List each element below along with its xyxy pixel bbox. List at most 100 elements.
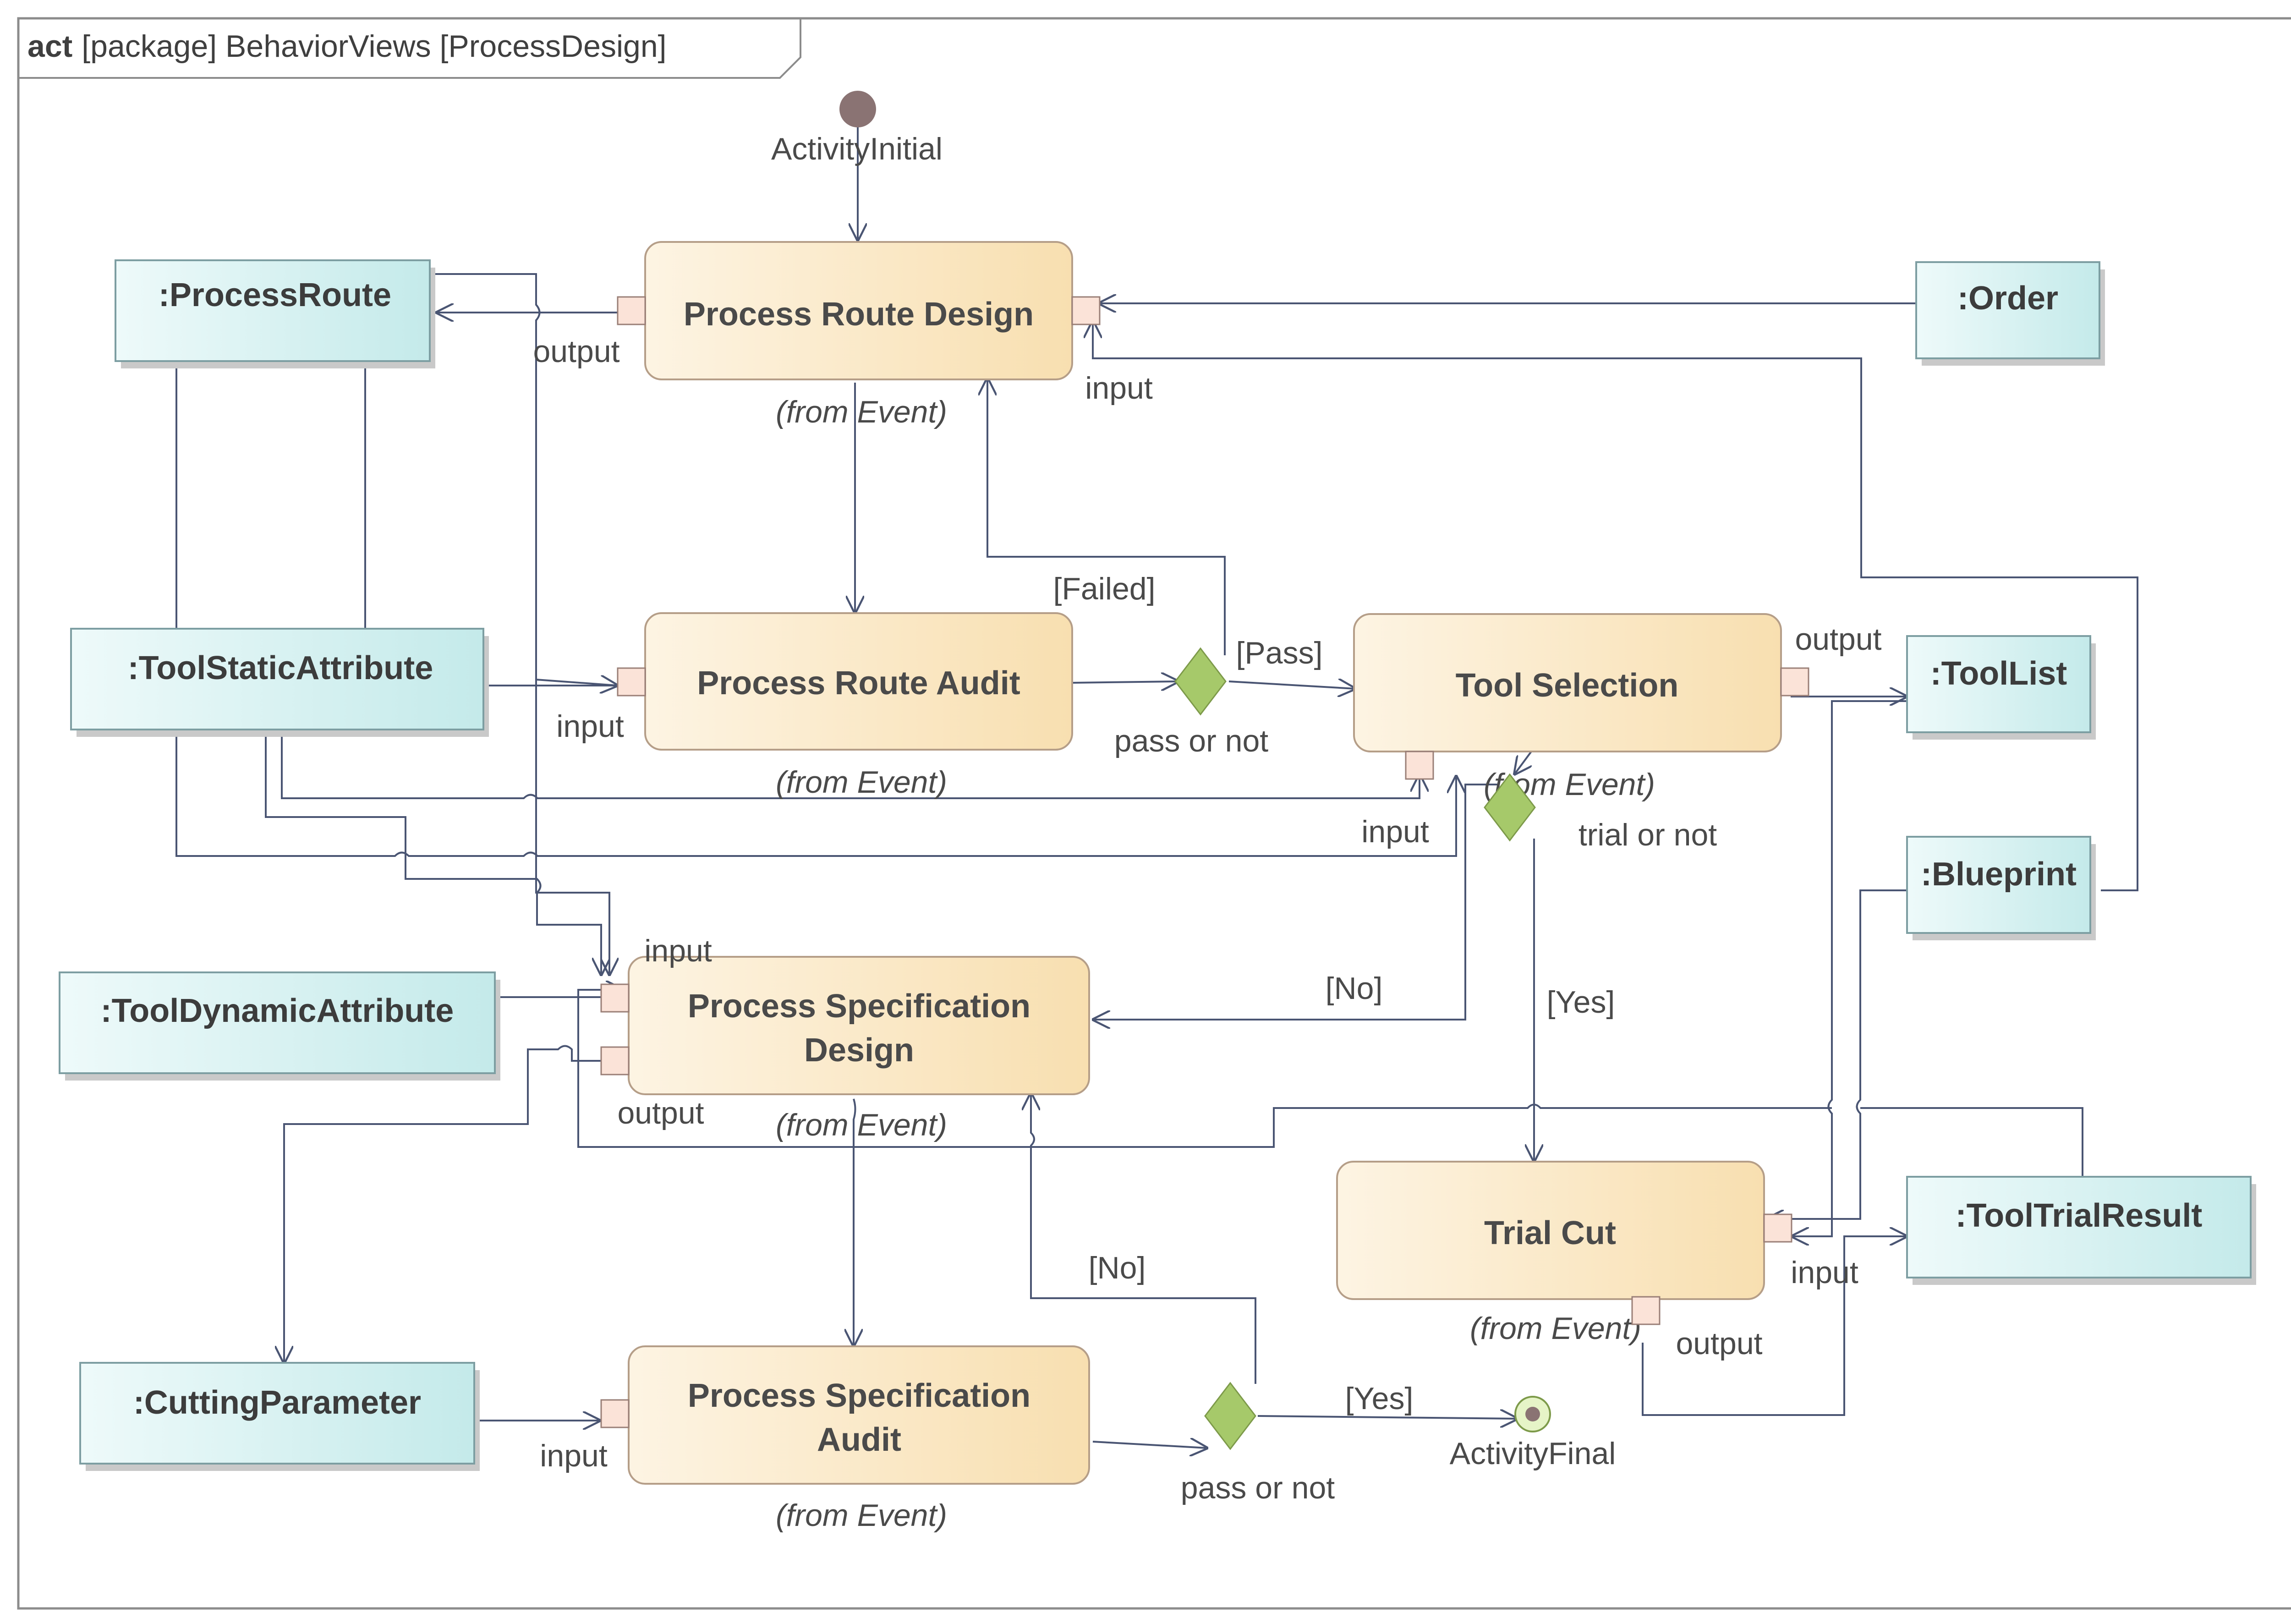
edge-tool-selection-to-trial-decision[interactable] [1514,751,1531,774]
action-process-route-audit[interactable]: Process Route Audit (from Event) [644,612,1073,800]
pin-label-tool-selection-output: output [1795,622,1881,657]
object-box[interactable] [79,1362,475,1465]
flow-blueprint-to-trial-cut[interactable] [1766,889,1916,1219]
decision-diamond[interactable] [1204,1382,1256,1450]
pin-spec-design-output[interactable] [600,1046,630,1075]
edge-no-spec-to-spec-design[interactable] [1031,1093,1256,1384]
pin-spec-audit-input[interactable] [600,1399,630,1428]
object-tool-list[interactable]: :ToolList [1906,635,2096,740]
action-label: Process Route Design [684,296,1034,333]
decision-trial[interactable]: trial or not [1484,773,1717,852]
object-order[interactable]: :Order [1915,261,2105,366]
decision-label: pass or not [1114,724,1269,758]
pin-labels: output input input output input input ou… [533,334,1881,1473]
pin-tool-selection-output[interactable] [1780,667,1809,697]
object-box[interactable] [115,259,431,362]
pin-route-audit-input[interactable] [617,667,646,697]
action-from-label: (from Event) [776,395,947,429]
guard-pass: [Pass] [1236,636,1323,670]
object-cutting-parameter[interactable]: :CuttingParameter [79,1362,480,1471]
pins [600,296,1809,1428]
flow-tool-static-to-spec-design[interactable] [265,733,601,975]
pin-route-design-output[interactable] [617,296,646,325]
object-box[interactable] [1906,836,2091,934]
action-label-line2: Design [804,1032,914,1069]
pin-label-spec-design-output: output [617,1096,704,1130]
edge-audit-to-decision[interactable] [1072,681,1178,683]
flow-trial-result-to-spec-design[interactable] [577,990,2083,1177]
initial-node-circle[interactable] [839,91,876,127]
frame-keyword: act [27,29,72,64]
object-box[interactable] [1915,261,2100,359]
final-node-label: ActivityFinal [1450,1436,1616,1471]
action-process-spec-design[interactable]: Process Specification Design (from Event… [628,956,1090,1142]
object-label: :ProcessRoute [159,277,391,313]
edge-yes-to-final[interactable] [1257,1416,1518,1419]
pin-route-design-input[interactable] [1071,296,1101,325]
object-tool-dynamic-attribute[interactable]: :ToolDynamicAttribute [59,971,500,1081]
initial-node: ActivityInitial [771,91,943,166]
action-trial-cut[interactable]: Trial Cut (from Event) [1336,1161,1765,1346]
frame-border [17,17,2291,1610]
guard-labels: [Failed] [Pass] [No] [Yes] [No] [Yes] [1053,571,1615,1416]
decision-diamond[interactable] [1174,647,1227,716]
guard-no-trial: [No] [1326,971,1383,1006]
action-tool-selection[interactable]: Tool Selection (from Event) [1353,613,1782,802]
frame-name: [package] BehaviorViews [ProcessDesign] [82,29,666,64]
pin-label-trial-cut-input: input [1791,1255,1858,1290]
action-process-spec-audit[interactable]: Process Specification Audit (from Event) [628,1345,1090,1533]
action-box[interactable] [628,1345,1090,1485]
flow-spec-design-to-cutting-parameter[interactable] [284,1045,604,1364]
guard-yes-spec: [Yes] [1345,1381,1414,1416]
pin-tool-selection-input[interactable] [1405,751,1434,780]
object-process-route[interactable]: :ProcessRoute [115,259,435,368]
object-label: :Order [1957,280,2058,317]
action-label-line1: Process Specification [688,988,1030,1025]
edges [175,115,2138,1448]
decision-spec-pass[interactable]: pass or not [1181,1382,1335,1505]
frame-title: act [package] BehaviorViews [ProcessDesig… [27,29,667,64]
action-from-label: (from Event) [776,1108,947,1142]
object-label: :CuttingParameter [133,1384,421,1421]
flow-blueprint-to-route-design[interactable] [1093,321,2138,891]
flow-process-route-to-spec-design[interactable] [535,669,609,975]
flow-trial-cut-to-trial-result[interactable] [1642,1236,1907,1416]
object-blueprint[interactable]: :Blueprint [1906,836,2096,940]
edge-failed-to-route-design[interactable] [987,378,1226,655]
edge-spec-design-to-audit[interactable] [854,1098,855,1346]
action-from-label: (from Event) [776,1498,947,1533]
pin-trial-cut-input[interactable] [1763,1213,1792,1243]
edge-spec-audit-to-decision[interactable] [1092,1442,1207,1448]
object-tool-static-attribute[interactable]: :ToolStaticAttribute [70,628,489,737]
pin-label-spec-audit-input: input [540,1438,608,1473]
object-box[interactable] [70,628,484,730]
decision-diamond[interactable] [1484,773,1536,842]
guard-no-spec: [No] [1089,1251,1146,1285]
object-tool-trial-result[interactable]: :ToolTrialResult [1906,1176,2256,1285]
frame-tab [18,18,801,79]
pin-spec-design-input[interactable] [600,983,630,1013]
decision-label: pass or not [1181,1470,1335,1505]
object-box[interactable] [59,971,496,1074]
object-label: :ToolTrialResult [1956,1197,2203,1234]
pin-trial-cut-output[interactable] [1631,1296,1661,1325]
action-process-route-design[interactable]: Process Route Design (from Event) [644,241,1073,429]
decision-route-pass[interactable]: pass or not [1114,647,1269,758]
pin-label-route-design-input: input [1085,371,1153,406]
final-node-dot [1525,1407,1540,1421]
action-from-label: (from Event) [776,765,947,800]
object-box[interactable] [1906,635,2091,733]
object-label: :ToolList [1930,655,2067,692]
action-box[interactable] [628,956,1090,1095]
guard-yes-trial: [Yes] [1547,985,1615,1020]
object-box[interactable] [1906,1176,2252,1278]
object-label: :ToolDynamicAttribute [101,993,454,1029]
flow-tool-static-to-tool-selection[interactable] [281,733,1420,799]
edge-no-trial-to-spec-design[interactable] [1093,784,1497,1020]
action-label: Trial Cut [1484,1215,1616,1251]
pin-label-route-design-output: output [533,334,619,369]
edge-pass-to-tool-selection[interactable] [1228,681,1355,689]
flow-tool-list-to-trial-cut[interactable] [1792,700,1916,1236]
flow-process-route-to-audit[interactable] [435,273,618,686]
